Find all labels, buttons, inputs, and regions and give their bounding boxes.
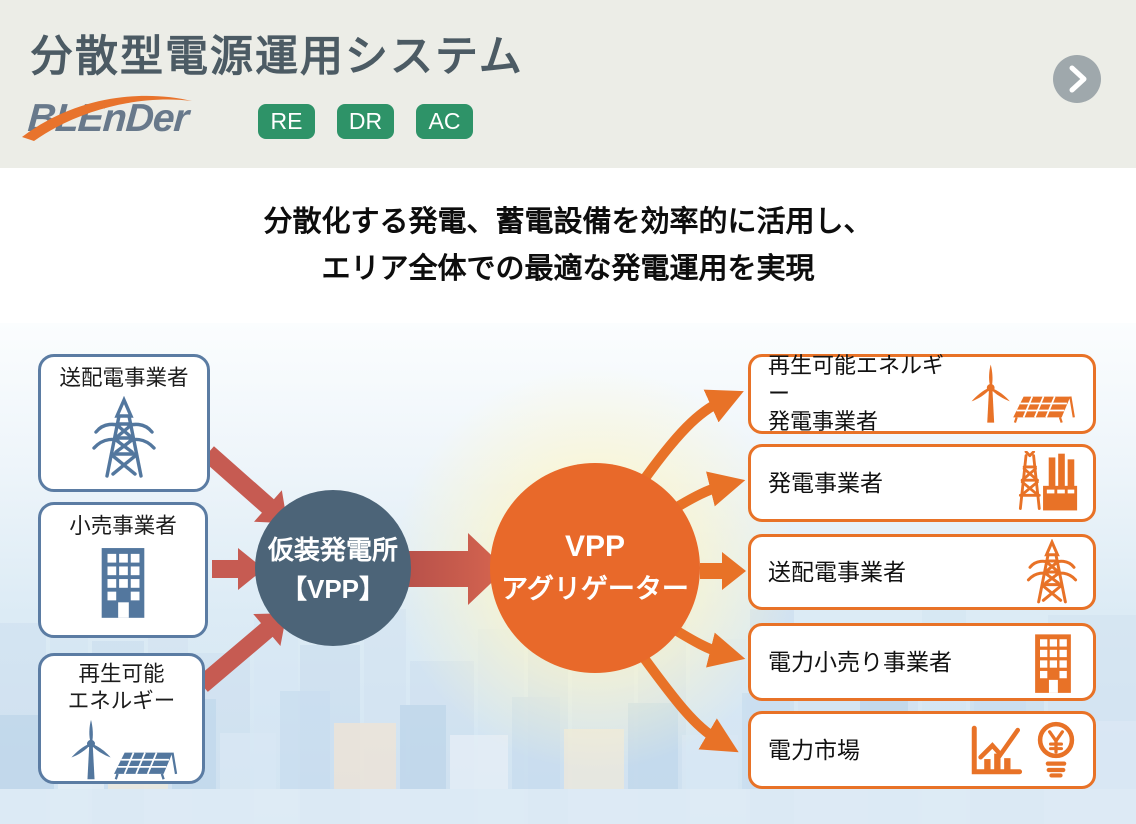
- vpp-to-aggregator-arrow: [402, 533, 506, 605]
- dest-label: 電力小売り事業者: [768, 649, 952, 675]
- dest-label-line-1: 再生可能エネルギー: [768, 353, 945, 406]
- intro-text: 分散化する発電、蓄電設備を効率的に活用し、 エリア全体での最適な発電運用を実現: [0, 168, 1136, 323]
- dest-box-renewable-generator: 再生可能エネルギー 発電事業者: [748, 352, 1096, 436]
- power-plant-icon: [1018, 451, 1078, 511]
- source-box-transmission: 送配電事業者: [38, 354, 210, 492]
- source-label: 送配電事業者: [59, 366, 189, 390]
- wind-turbine-solar-icon: [70, 719, 177, 780]
- intro-line-1: 分散化する発電、蓄電設備を効率的に活用し、: [263, 205, 873, 238]
- vpp-label-line-1: 仮装発電所: [267, 535, 398, 565]
- dest-label: 送配電事業者: [768, 559, 906, 585]
- market-icons: [965, 720, 1079, 780]
- yen-bulb-icon: [1037, 721, 1075, 778]
- page-title: 分散型電源運用システム: [30, 33, 524, 81]
- aggregator-label-line-1: VPP: [564, 530, 626, 563]
- source-box-retailer: 小売事業者: [38, 502, 208, 638]
- aggregator-label-line-2: アグリゲーター: [501, 574, 689, 604]
- orange-straight-arrow: [700, 552, 746, 590]
- dest-box-retailer: 電力小売り事業者: [748, 623, 1096, 701]
- wind-turbine-solar-icon: [971, 364, 1075, 423]
- source-label: 小売事業者: [69, 514, 177, 538]
- aggregator-circle: VPP アグリゲーター: [490, 463, 700, 673]
- vpp-diagram: 送配電事業者 小売事業者: [0, 323, 1136, 824]
- source-label-line-2: エネルギー: [67, 689, 176, 713]
- transmission-tower-icon: [92, 396, 156, 478]
- vpp-circle: 仮装発電所 【VPP】: [255, 490, 411, 646]
- dest-label-line-2: 発電事業者: [768, 409, 879, 434]
- source-label-line-1: 再生可能: [78, 662, 165, 686]
- badge-ac: AC: [416, 104, 473, 139]
- flow-arrows: [196, 389, 746, 753]
- dest-label: 再生可能エネルギー 発電事業者: [768, 352, 963, 436]
- dest-box-generator: 発電事業者: [748, 444, 1096, 522]
- dest-box-market: 電力市場: [748, 711, 1096, 789]
- intro-line-2: エリア全体での最適な発電運用を実現: [321, 252, 815, 285]
- dest-box-transmission: 送配電事業者: [748, 534, 1096, 610]
- next-button[interactable]: [1053, 55, 1101, 103]
- badge-re: RE: [258, 104, 315, 139]
- badge-dr: DR: [337, 104, 394, 139]
- badge-group: RE DR AC: [258, 104, 473, 139]
- red-arrow-group: [196, 446, 288, 692]
- header: 分散型電源運用システム BLEnDer RE DR AC: [0, 0, 1136, 168]
- vpp-label-line-2: 【VPP】: [280, 574, 386, 604]
- market-chart-icon: [971, 725, 1023, 775]
- dest-label: 電力市場: [768, 737, 860, 763]
- office-building-icon: [101, 548, 145, 618]
- transmission-tower-icon: [1026, 539, 1078, 604]
- chevron-right-icon: [1069, 65, 1087, 93]
- office-building-icon: [1035, 634, 1071, 693]
- source-box-renewable: 再生可能 エネルギー: [38, 653, 205, 784]
- blender-logo: BLEnDer: [22, 95, 228, 149]
- blender-logo-text: BLEnDer: [26, 97, 190, 140]
- dest-label: 発電事業者: [768, 470, 883, 496]
